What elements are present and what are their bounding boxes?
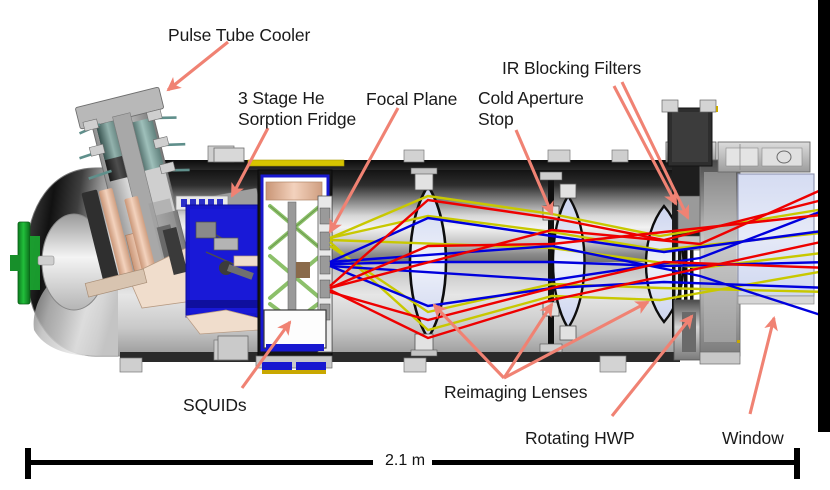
arrow-rotating-hwp <box>610 314 694 417</box>
scale-line-right <box>432 460 797 465</box>
bottom-rail <box>120 352 680 362</box>
scale-line-left <box>28 460 373 465</box>
label-pulse-tube-cooler: Pulse Tube Cooler <box>168 25 311 45</box>
blue-cold-plate <box>185 204 265 318</box>
arrow-reimaging-lens-2 <box>502 302 554 379</box>
arrow-ir-filters-b <box>620 81 690 220</box>
arrow-focal-plane <box>328 107 400 234</box>
label-squids: SQUIDs <box>183 395 247 415</box>
arrow-ir-filters-a <box>612 85 678 206</box>
scale-bar-value: 2.1 m <box>385 452 426 469</box>
arrow-cold-aperture-stop <box>514 129 554 216</box>
label-he-sorption-fridge: 3 Stage He Sorption Fridge <box>238 88 357 129</box>
ray-bundle-red <box>329 184 830 340</box>
arrow-reimaging-lens-3 <box>503 300 650 380</box>
top-rail <box>120 160 680 170</box>
ray-bundle-yellow <box>329 194 830 332</box>
arrow-pulse-tube-cooler <box>166 40 229 92</box>
right-edge-black-bar <box>818 0 830 432</box>
callout-arrows <box>166 40 778 417</box>
scale-bar <box>25 448 800 479</box>
label-window: Window <box>722 428 784 448</box>
squid-box <box>263 309 327 349</box>
label-reimaging-lenses: Reimaging Lenses <box>444 382 588 402</box>
front-top-housing <box>661 99 811 173</box>
label-ir-blocking-filters: IR Blocking Filters <box>502 58 642 78</box>
label-cold-aperture-stop: Cold Aperture Stop <box>478 88 584 129</box>
arrow-squids <box>240 320 292 389</box>
arrow-window <box>748 316 778 415</box>
label-focal-plane: Focal Plane <box>366 89 458 109</box>
arrow-he-sorption-fridge <box>230 127 270 198</box>
arrow-reimaging-lens-1 <box>432 303 506 380</box>
optical-ray-bundles <box>329 184 830 340</box>
label-rotating-hwp: Rotating HWP <box>525 428 635 448</box>
